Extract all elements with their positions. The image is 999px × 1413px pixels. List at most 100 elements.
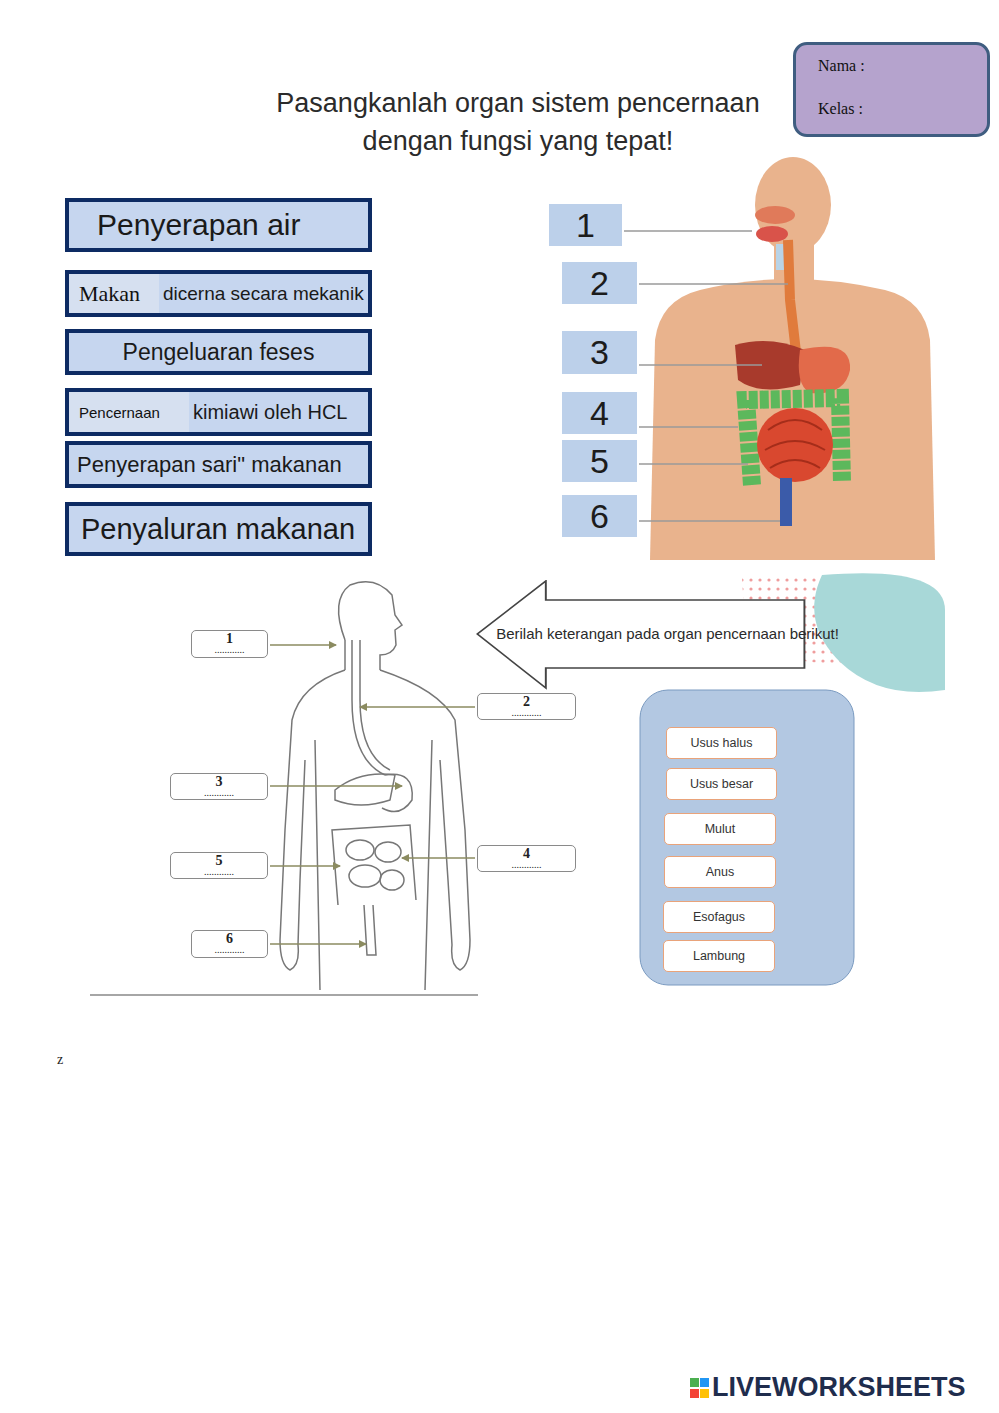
- answer-box: 1............: [191, 630, 268, 658]
- intestine-coil: [346, 840, 374, 860]
- large-intestine: [746, 398, 842, 485]
- pointer-arrow: [270, 785, 402, 786]
- label-text: Mulut: [705, 822, 736, 836]
- label-text: Lambung: [693, 949, 745, 963]
- digestive-figure-colour: [650, 157, 935, 560]
- leader-line: [639, 463, 748, 465]
- torso-outline: [315, 740, 432, 990]
- pointer-arrow: [360, 706, 475, 707]
- pointer-arrow: [270, 943, 366, 944]
- label-text: 6: [226, 933, 233, 944]
- label-text: Kelas :: [818, 99, 965, 119]
- stomach-outline: [382, 774, 412, 811]
- answer-box: 5............: [170, 852, 268, 879]
- label-text: Usus besar: [690, 777, 753, 791]
- label-text: ............: [512, 707, 542, 718]
- function-box: Penyaluran makanan: [65, 502, 372, 556]
- instruction-arrow: Berilah keterangan pada organ pencernaan…: [476, 580, 807, 690]
- base-line: [90, 994, 478, 996]
- number-box: 2: [562, 262, 637, 304]
- leader-line: [639, 364, 762, 366]
- leader-line: [624, 230, 752, 232]
- head-outline: [339, 582, 402, 670]
- logo-square: [700, 1378, 709, 1387]
- worksheet-title: Pasangkanlah organ sistem pencernaan den…: [253, 84, 783, 160]
- intestine-coils: [765, 420, 825, 468]
- rectum: [780, 478, 792, 526]
- label-text: Makan: [79, 281, 140, 307]
- number-box: 1: [549, 204, 622, 246]
- neck-outline: [344, 640, 346, 670]
- function-box: Pencernaan kimiawi oleh HCL: [65, 388, 372, 436]
- logo-square: [690, 1389, 699, 1398]
- head: [755, 157, 831, 253]
- leader-line: [639, 426, 738, 428]
- label-text: dicerna secara mekanik: [163, 283, 364, 305]
- label-text: Usus halus: [691, 736, 753, 750]
- number-box: 5: [562, 440, 637, 482]
- label-text: Nama :: [818, 56, 965, 76]
- label-text: ............: [215, 644, 245, 655]
- stray-mark: z: [57, 1052, 63, 1068]
- number-box: 3: [562, 331, 637, 374]
- label-text: kimiawi oleh HCL: [193, 401, 348, 424]
- label-text: Pencernaan: [79, 404, 160, 421]
- answer-box: 3............: [170, 773, 268, 800]
- leader-line: [639, 520, 780, 522]
- liver-outline: [335, 774, 395, 805]
- label-text: 1: [226, 633, 233, 644]
- label-text: 3: [590, 333, 609, 372]
- label-text: Penyaluran makanan: [81, 513, 355, 546]
- function-box: Pengeluaran feses: [65, 329, 372, 375]
- word-box: Lambung: [663, 940, 775, 972]
- word-box: Usus halus: [666, 727, 777, 759]
- right-arm-outline: [380, 670, 470, 970]
- stomach: [799, 347, 850, 394]
- label-text: 6: [590, 497, 609, 536]
- answer-box: 4............: [477, 845, 576, 872]
- function-box: Penyerapan air: [65, 198, 372, 252]
- label-text: 1: [576, 206, 595, 245]
- overlay-box: Pencernaan: [69, 392, 189, 432]
- pointer-arrow: [270, 865, 340, 866]
- label-text: Berilah keterangan pada organ pencernaan…: [496, 625, 839, 643]
- function-box: Penyerapan sari" makanan: [65, 441, 372, 488]
- intestine-coil: [380, 870, 404, 890]
- intestine-coil: [349, 865, 381, 887]
- number-box: 6: [562, 495, 637, 537]
- small-intestine: [757, 408, 833, 482]
- label-text: ............: [204, 787, 234, 798]
- label-text: 4: [590, 394, 609, 433]
- leader-lines: [624, 231, 788, 521]
- label-text: 3: [216, 776, 223, 787]
- word-box: Usus besar: [666, 768, 777, 800]
- rectum-outline: [364, 905, 376, 955]
- label-text: Esofagus: [693, 910, 745, 924]
- label-text: Pengeluaran feses: [123, 339, 315, 366]
- mouth: [756, 226, 788, 242]
- label-text: 5: [216, 855, 223, 866]
- label-text: Penyerapan sari" makanan: [77, 452, 342, 478]
- word-bank-panel: [640, 690, 854, 985]
- watermark: LIVEWORKSHEETS: [712, 1372, 966, 1403]
- leader-line: [639, 283, 788, 285]
- esophagus: [788, 240, 796, 352]
- label-text: ............: [215, 944, 245, 955]
- label-text: 2: [523, 696, 530, 707]
- answer-box: 2............: [477, 693, 576, 720]
- pointer-arrows: [270, 645, 475, 944]
- label-text: Anus: [706, 865, 735, 879]
- logo-square: [700, 1389, 709, 1398]
- logo-square: [690, 1378, 699, 1387]
- nasal-cavity: [755, 206, 795, 224]
- number-box: 4: [562, 392, 637, 434]
- answer-box: 6............: [191, 930, 268, 958]
- label-text: 5: [590, 442, 609, 481]
- large-intestine-outline: [332, 825, 416, 905]
- label-text: 4: [523, 848, 530, 859]
- name-class-box: Nama : Kelas :: [793, 42, 990, 137]
- overlay-box: Makan: [69, 274, 159, 313]
- intestine-coil: [375, 842, 401, 862]
- trachea: [776, 244, 784, 270]
